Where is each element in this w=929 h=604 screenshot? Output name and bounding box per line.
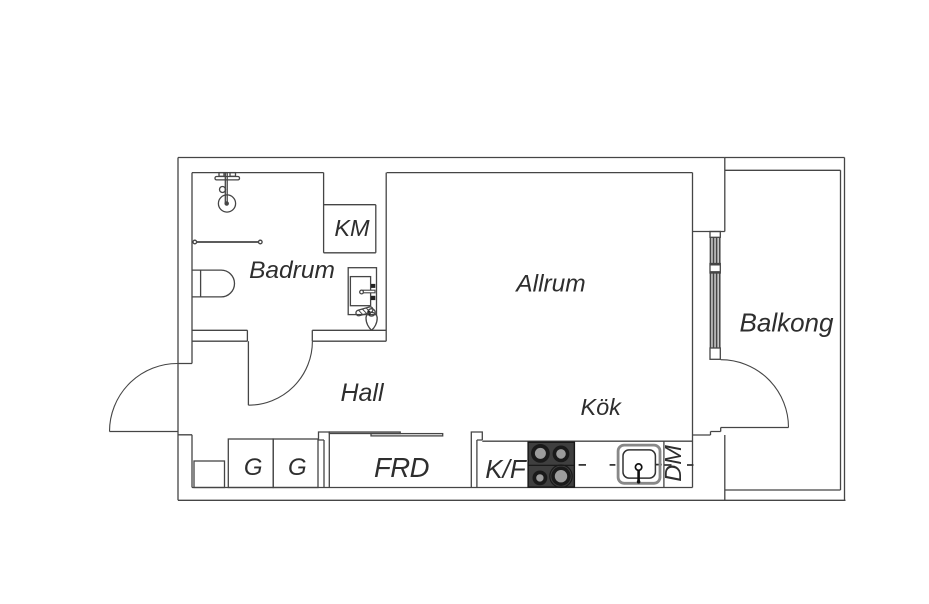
svg-text:KM: KM: [334, 215, 370, 241]
svg-text:Allrum: Allrum: [514, 271, 585, 298]
svg-text:G: G: [288, 454, 307, 481]
svg-text:Hall: Hall: [340, 379, 385, 407]
svg-text:Balkong: Balkong: [740, 308, 834, 338]
svg-text:K/F: K/F: [485, 454, 528, 484]
svg-text:DM: DM: [660, 445, 686, 482]
svg-text:Kök: Kök: [580, 394, 622, 420]
svg-text:Badrum: Badrum: [249, 257, 335, 284]
svg-text:G: G: [244, 454, 263, 481]
svg-text:FRD: FRD: [374, 452, 429, 483]
